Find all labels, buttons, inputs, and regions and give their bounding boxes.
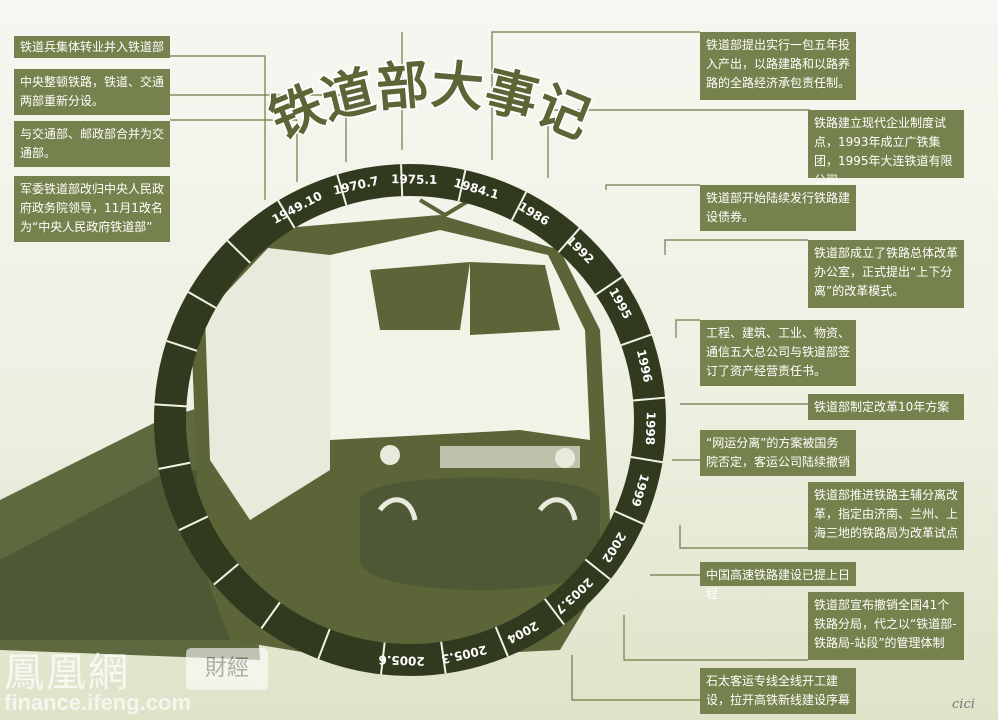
event-1975: 与交通部、邮政部合并为交通部。 [14,121,170,167]
ring-tick [277,200,296,229]
ring-tick [630,455,663,464]
event-1984: 军委铁道部改归中央人民政府政务院领导，11月1改名为“中央人民政府铁道部” [14,176,170,242]
event-1995: 铁道部开始陆续发行铁路建设债券。 [700,185,856,231]
ring-tick [187,291,217,309]
ring-ticks [154,164,666,675]
ring-tick [557,227,581,253]
ring-tick [158,461,191,470]
ring-tick [620,333,652,347]
timeline-ring [154,164,666,676]
train-illustration [0,198,610,660]
ring-tick [178,515,209,532]
ring-tick [154,403,187,408]
event-2003: 铁道部推进铁路主辅分离改革，指定由济南、兰州、上海三地的铁路局为改革试点 [808,482,964,550]
leader-lines [170,31,810,701]
watermark-logo-text: 鳳凰網 [4,650,130,696]
ring-tick [544,598,565,626]
timeline-date-label: 1975.1 [391,172,438,187]
svg-text:铁道部大事记: 铁道部大事记 [262,58,599,151]
ring-tick [336,174,348,206]
ring-tick [226,239,251,264]
event-1999: 铁道部制定改革10年方案 [808,394,964,420]
event-1992: 铁路建立现代企业制度试点，1993年成立广铁集团，1995年大连铁道有限公司 [808,110,964,187]
ring-tick [400,164,404,197]
page-title: 铁道部大事记 [260,58,600,152]
ring-tick [633,396,666,402]
event-2005-3: 铁道部宣布撤销全国41个铁路分局，代之以“铁道部-铁路局-站段”的管理体制 [808,592,964,660]
event-2002: “网运分离”的方案被国务院否定，客运公司陆续撤销 [700,430,856,476]
ring-tick [440,641,447,674]
author-signature: cici [952,697,975,712]
event-1998: 工程、建筑、工业、物资、通信五大总公司与铁道部签订了资产经营责任书。 [700,320,856,386]
ring-tick [584,558,611,581]
ring-tick [595,276,623,296]
event-1996: 铁道部成立了铁路总体改革办公室，正式提出“上下分离”的改革模式。 [808,240,964,308]
event-1949: 铁道兵集体转业并入铁道部 [14,36,170,58]
watermark-badge: 財經 [186,648,268,690]
timeline-date-label: 1998 [643,411,658,445]
watermark-url: finance.ifeng.com [4,690,192,715]
ring-tick [317,628,331,660]
ring-tick [166,339,198,352]
event-1970: 中央整顿铁路，铁道、交通两部重新分设。 [14,69,170,115]
ring-tick [213,563,240,586]
event-1986: 铁道部提出实行一包五年投入产出，以路建路和以路养路的全路经济承包责任制。 [700,32,856,100]
ring-tick [380,642,386,675]
ring-tick [494,626,509,657]
ring-tick [510,191,528,221]
ring-tick [457,169,467,202]
title-text: 铁道部大事记 [260,58,600,152]
event-2004: 中国高速铁路建设已提上日程 [700,562,856,601]
timeline-date-label: 2005.6 [378,653,425,669]
event-2005-6: 石太客运专线全线开工建设，拉开高铁新线建设序幕 [700,668,856,714]
ring-tick [614,510,645,526]
ring-tick [260,601,281,629]
